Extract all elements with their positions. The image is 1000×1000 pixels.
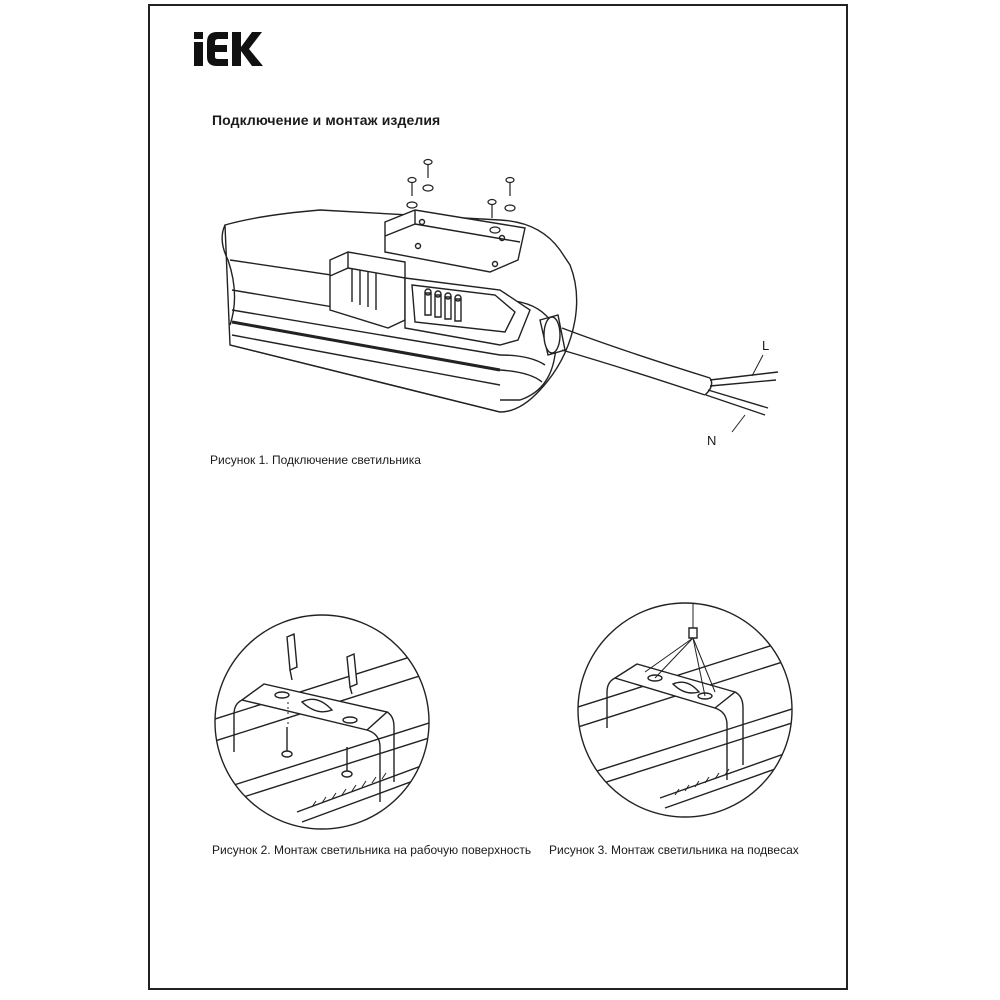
wire-label-live: L bbox=[762, 338, 770, 353]
figure1-luminaire-connection bbox=[200, 150, 800, 450]
caption-number: 2. bbox=[260, 843, 271, 857]
caption-text: Монтаж светильника на подвесах bbox=[610, 843, 799, 857]
caption-number: 3. bbox=[597, 843, 608, 857]
caption-prefix: Рисунок bbox=[549, 843, 595, 857]
figure2-surface-mounting bbox=[212, 612, 432, 832]
page-border bbox=[148, 4, 848, 990]
caption-number: 1. bbox=[258, 453, 269, 467]
figure3-caption: Рисунок 3. Монтаж светильника на подвеса… bbox=[549, 843, 799, 857]
iek-logo bbox=[194, 32, 263, 66]
caption-prefix: Рисунок bbox=[210, 453, 256, 467]
figure3-suspension-mounting bbox=[575, 600, 795, 820]
caption-prefix: Рисунок bbox=[212, 843, 258, 857]
wire-label-neutral: N bbox=[707, 433, 717, 448]
figure2-caption: Рисунок 2. Монтаж светильника на рабочую… bbox=[212, 843, 531, 857]
figure1-caption: Рисунок 1. Подключение светильника bbox=[210, 453, 421, 467]
caption-text: Монтаж светильника на рабочую поверхност… bbox=[273, 843, 532, 857]
caption-text: Подключение светильника bbox=[271, 453, 421, 467]
section-title: Подключение и монтаж изделия bbox=[212, 112, 441, 128]
